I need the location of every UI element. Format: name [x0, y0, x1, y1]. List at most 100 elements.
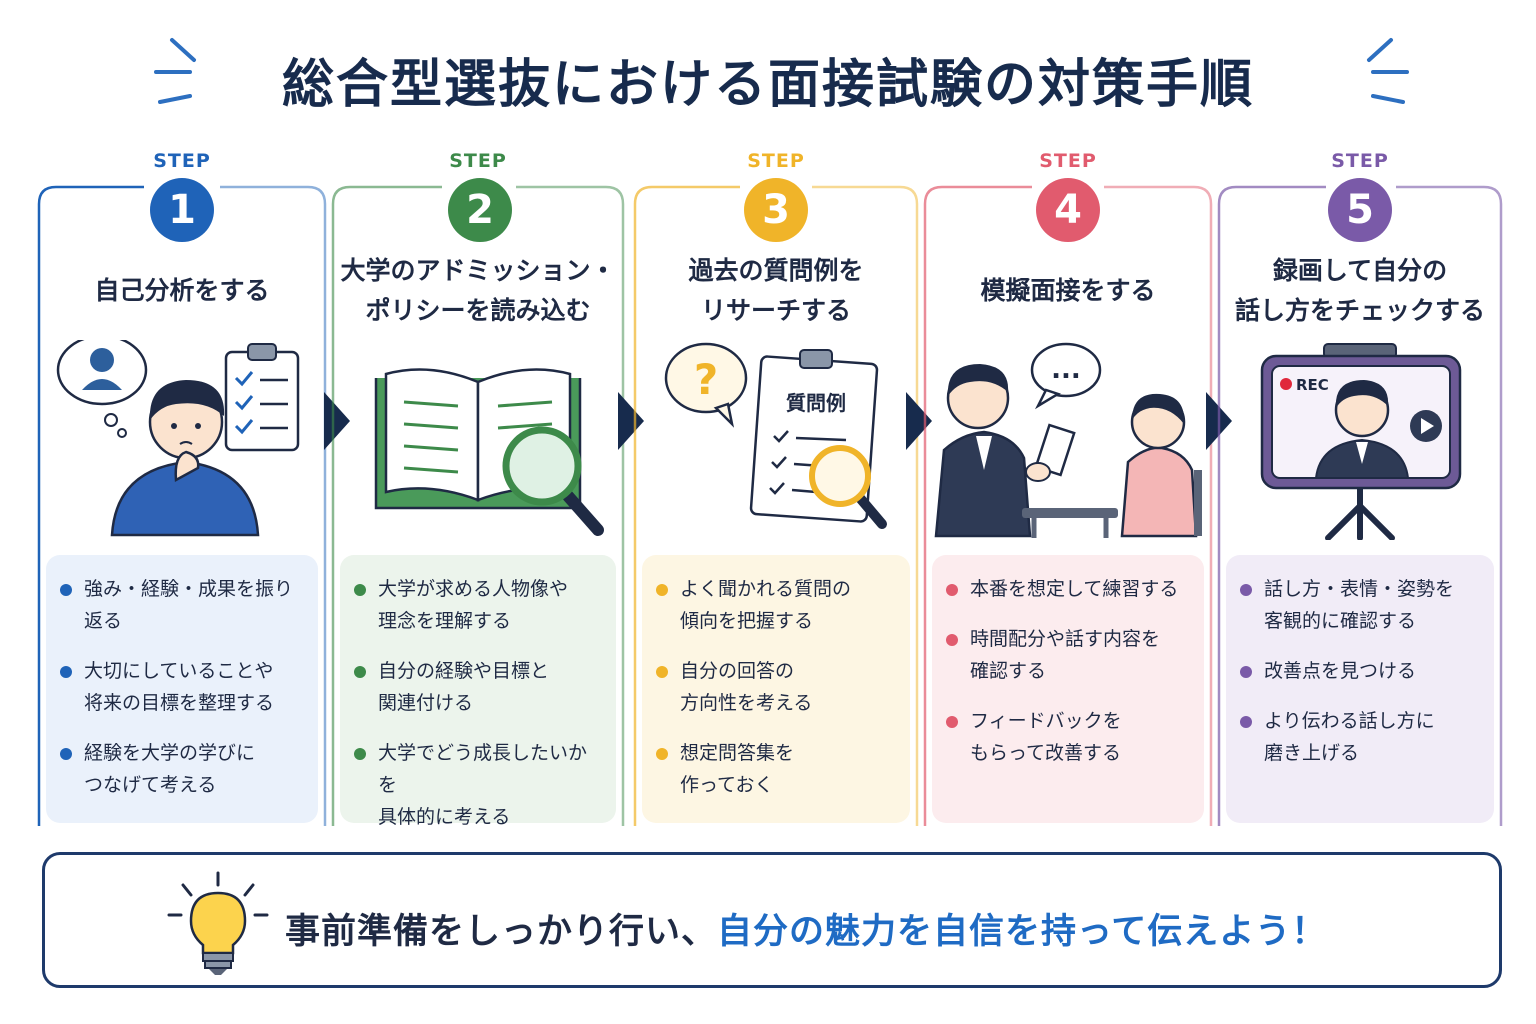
list-item: より伝わる話し方に 磨き上げる [1240, 705, 1480, 769]
list-item: 想定問答集を 作っておく [656, 737, 896, 801]
step-5-label: STEP [1331, 150, 1389, 172]
magnifier-icon [502, 426, 604, 536]
footer-text-blue: 自分の魅力を自信を持って伝えよう！ [717, 912, 1328, 952]
step-2-bullets: 大学が求める人物像や 理念を理解する 自分の経験や目標と 関連付ける 大学でどう… [340, 555, 616, 828]
bullet-text: 大学が求める人物像や 理念を理解する [378, 578, 569, 632]
step-1-title: 自己分析をする [44, 248, 320, 334]
bullet-dot [1240, 584, 1252, 596]
bullet-text: 時間配分や話す内容を 確認する [970, 628, 1161, 682]
bullet-text: よく聞かれる質問の 傾向を把握する [680, 578, 852, 632]
step-3-label: STEP [747, 150, 805, 172]
step-4-label: STEP [1039, 150, 1097, 172]
step-1-label: STEP [153, 150, 211, 172]
step-5-illustration: REC [1260, 343, 1462, 540]
list-item: 大学でどう成長したいかを 具体的に考える [354, 737, 602, 833]
bullet-dot [946, 716, 958, 728]
bullet-text: 自分の経験や目標と 関連付ける [378, 660, 550, 714]
step-3-title-line-2: リサーチする [700, 296, 851, 325]
bullet-dot [946, 634, 958, 646]
bullet-text: 経験を大学の学びに つなげて考える [84, 742, 256, 796]
bullet-text: 大切にしていることや 将来の目標を整理する [84, 660, 275, 714]
emphasis-lines-left-icon [154, 38, 196, 104]
thought-bubble-icon [56, 340, 148, 438]
emphasis-lines-right-icon [1367, 38, 1409, 104]
step-1-number: 1 [150, 178, 214, 242]
list-item: フィードバックを もらって改善する [946, 705, 1190, 769]
bullet-text: より伝わる話し方に 磨き上げる [1264, 710, 1435, 764]
question-bubble-icon: ? [664, 342, 748, 428]
bullet-text: フィードバックを もらって改善する [970, 710, 1122, 764]
bullet-text: 大学でどう成長したいかを 具体的に考える [378, 742, 588, 828]
step-2-title: 大学のアドミッション・ ポリシーを読み込む [338, 248, 618, 334]
bullet-dot [354, 584, 366, 596]
footer-banner: 事前準備をしっかり行い、自分の魅力を自信を持って伝えよう！ [42, 852, 1502, 988]
step-4-title: 模擬面接をする [930, 248, 1206, 334]
list-item: 話し方・表情・姿勢を 客観的に確認する [1240, 573, 1480, 637]
bullet-dot [354, 666, 366, 678]
list-item: 大切にしていることや 将来の目標を整理する [60, 655, 304, 719]
bullet-text: 改善点を見つける [1264, 660, 1417, 682]
step-2-label: STEP [449, 150, 507, 172]
bullet-dot [1240, 666, 1252, 678]
bullet-dot [946, 584, 958, 596]
bullet-dot [1240, 716, 1252, 728]
svg-text:?: ? [694, 355, 718, 404]
step-3-illustration: ? 質問例 [664, 342, 887, 529]
step-4-bullets: 本番を想定して練習する 時間配分や話す内容を 確認する フィードバックを もらっ… [932, 555, 1204, 823]
step-4-number: 4 [1036, 178, 1100, 242]
recorded-person-icon [1314, 380, 1410, 479]
step-3-title: 過去の質問例を リサーチする [640, 248, 912, 334]
speech-bubble-icon: ... [1030, 342, 1102, 410]
step-5-title-line-1: 録画して自分の [1272, 256, 1448, 285]
step-4: STEP 4 模擬面接をする ... 本番を想定 [922, 150, 1214, 830]
flow-arrow-2-icon [618, 392, 644, 450]
step-1-bullets: 強み・経験・成果を振り返る 大切にしていることや 将来の目標を整理する 経験を大… [46, 555, 318, 823]
play-button-icon [1410, 410, 1442, 442]
bullet-text: 強み・経験・成果を振り返る [84, 578, 294, 632]
step-4-illustration: ... [934, 342, 1202, 538]
rec-indicator-icon: REC [1280, 376, 1329, 394]
list-item: よく聞かれる質問の 傾向を把握する [656, 573, 896, 637]
clipboard-text: 質問例 [786, 391, 846, 415]
bullet-dot [60, 748, 72, 760]
step-2-number: 2 [448, 178, 512, 242]
speech-dots: ... [1051, 355, 1081, 385]
step-5-number: 5 [1328, 178, 1392, 242]
footer-message: 事前準備をしっかり行い、自分の魅力を自信を持って伝えよう！ [285, 903, 1327, 954]
bullet-dot [656, 584, 668, 596]
list-item: 自分の経験や目標と 関連付ける [354, 655, 602, 719]
title-area: 総合型選抜における面接試験の対策手順 [0, 30, 1536, 120]
step-1-title-line-1: 自己分析をする [94, 276, 270, 305]
student-icon [1120, 393, 1202, 538]
rec-text: REC [1296, 376, 1329, 394]
thinking-person-icon [110, 380, 260, 537]
page-title: 総合型選抜における面接試験の対策手順 [281, 55, 1254, 115]
list-item: 改善点を見つける [1240, 655, 1480, 687]
step-2-illustration [374, 368, 604, 536]
bullet-text: 話し方・表情・姿勢を 客観的に確認する [1264, 578, 1455, 632]
step-2: STEP 2 大学のアドミッション・ ポリシーを読み込む 大学が求める人物像や … [330, 150, 626, 830]
step-3-title-line-1: 過去の質問例を [688, 256, 864, 285]
step-3: STEP 3 過去の質問例を リサーチする ? 質問例 よく聞かれる質問の 傾向… [632, 150, 920, 830]
step-5-title: 録画して自分の 話し方をチェックする [1224, 248, 1496, 334]
list-item: 時間配分や話す内容を 確認する [946, 623, 1190, 687]
list-item: 大学が求める人物像や 理念を理解する [354, 573, 602, 637]
clipboard-checklist-icon [224, 343, 300, 452]
step-3-bullets: よく聞かれる質問の 傾向を把握する 自分の回答の 方向性を考える 想定問答集を … [642, 555, 910, 823]
list-item: 自分の回答の 方向性を考える [656, 655, 896, 719]
step-1: STEP 1 自己分析をする 強み・経験・成果を振り返る [36, 150, 328, 830]
step-3-number: 3 [744, 178, 808, 242]
step-5-title-line-2: 話し方をチェックする [1234, 296, 1485, 325]
bullet-text: 想定問答集を 作っておく [680, 742, 795, 796]
step-2-title-line-2: ポリシーを読み込む [365, 296, 591, 325]
step-2-title-line-1: 大学のアドミッション・ [340, 256, 616, 285]
flow-arrow-3-icon [906, 392, 932, 450]
bullet-dot [656, 748, 668, 760]
desk-icon [1022, 508, 1118, 538]
step-4-title-line-1: 模擬面接をする [980, 276, 1156, 305]
list-item: 経験を大学の学びに つなげて考える [60, 737, 304, 801]
list-item: 本番を想定して練習する [946, 573, 1190, 605]
step-1-illustration [56, 340, 300, 537]
step-5: STEP 5 録画して自分の 話し方をチェックする REC [1216, 150, 1504, 830]
bullet-text: 本番を想定して練習する [970, 578, 1179, 600]
